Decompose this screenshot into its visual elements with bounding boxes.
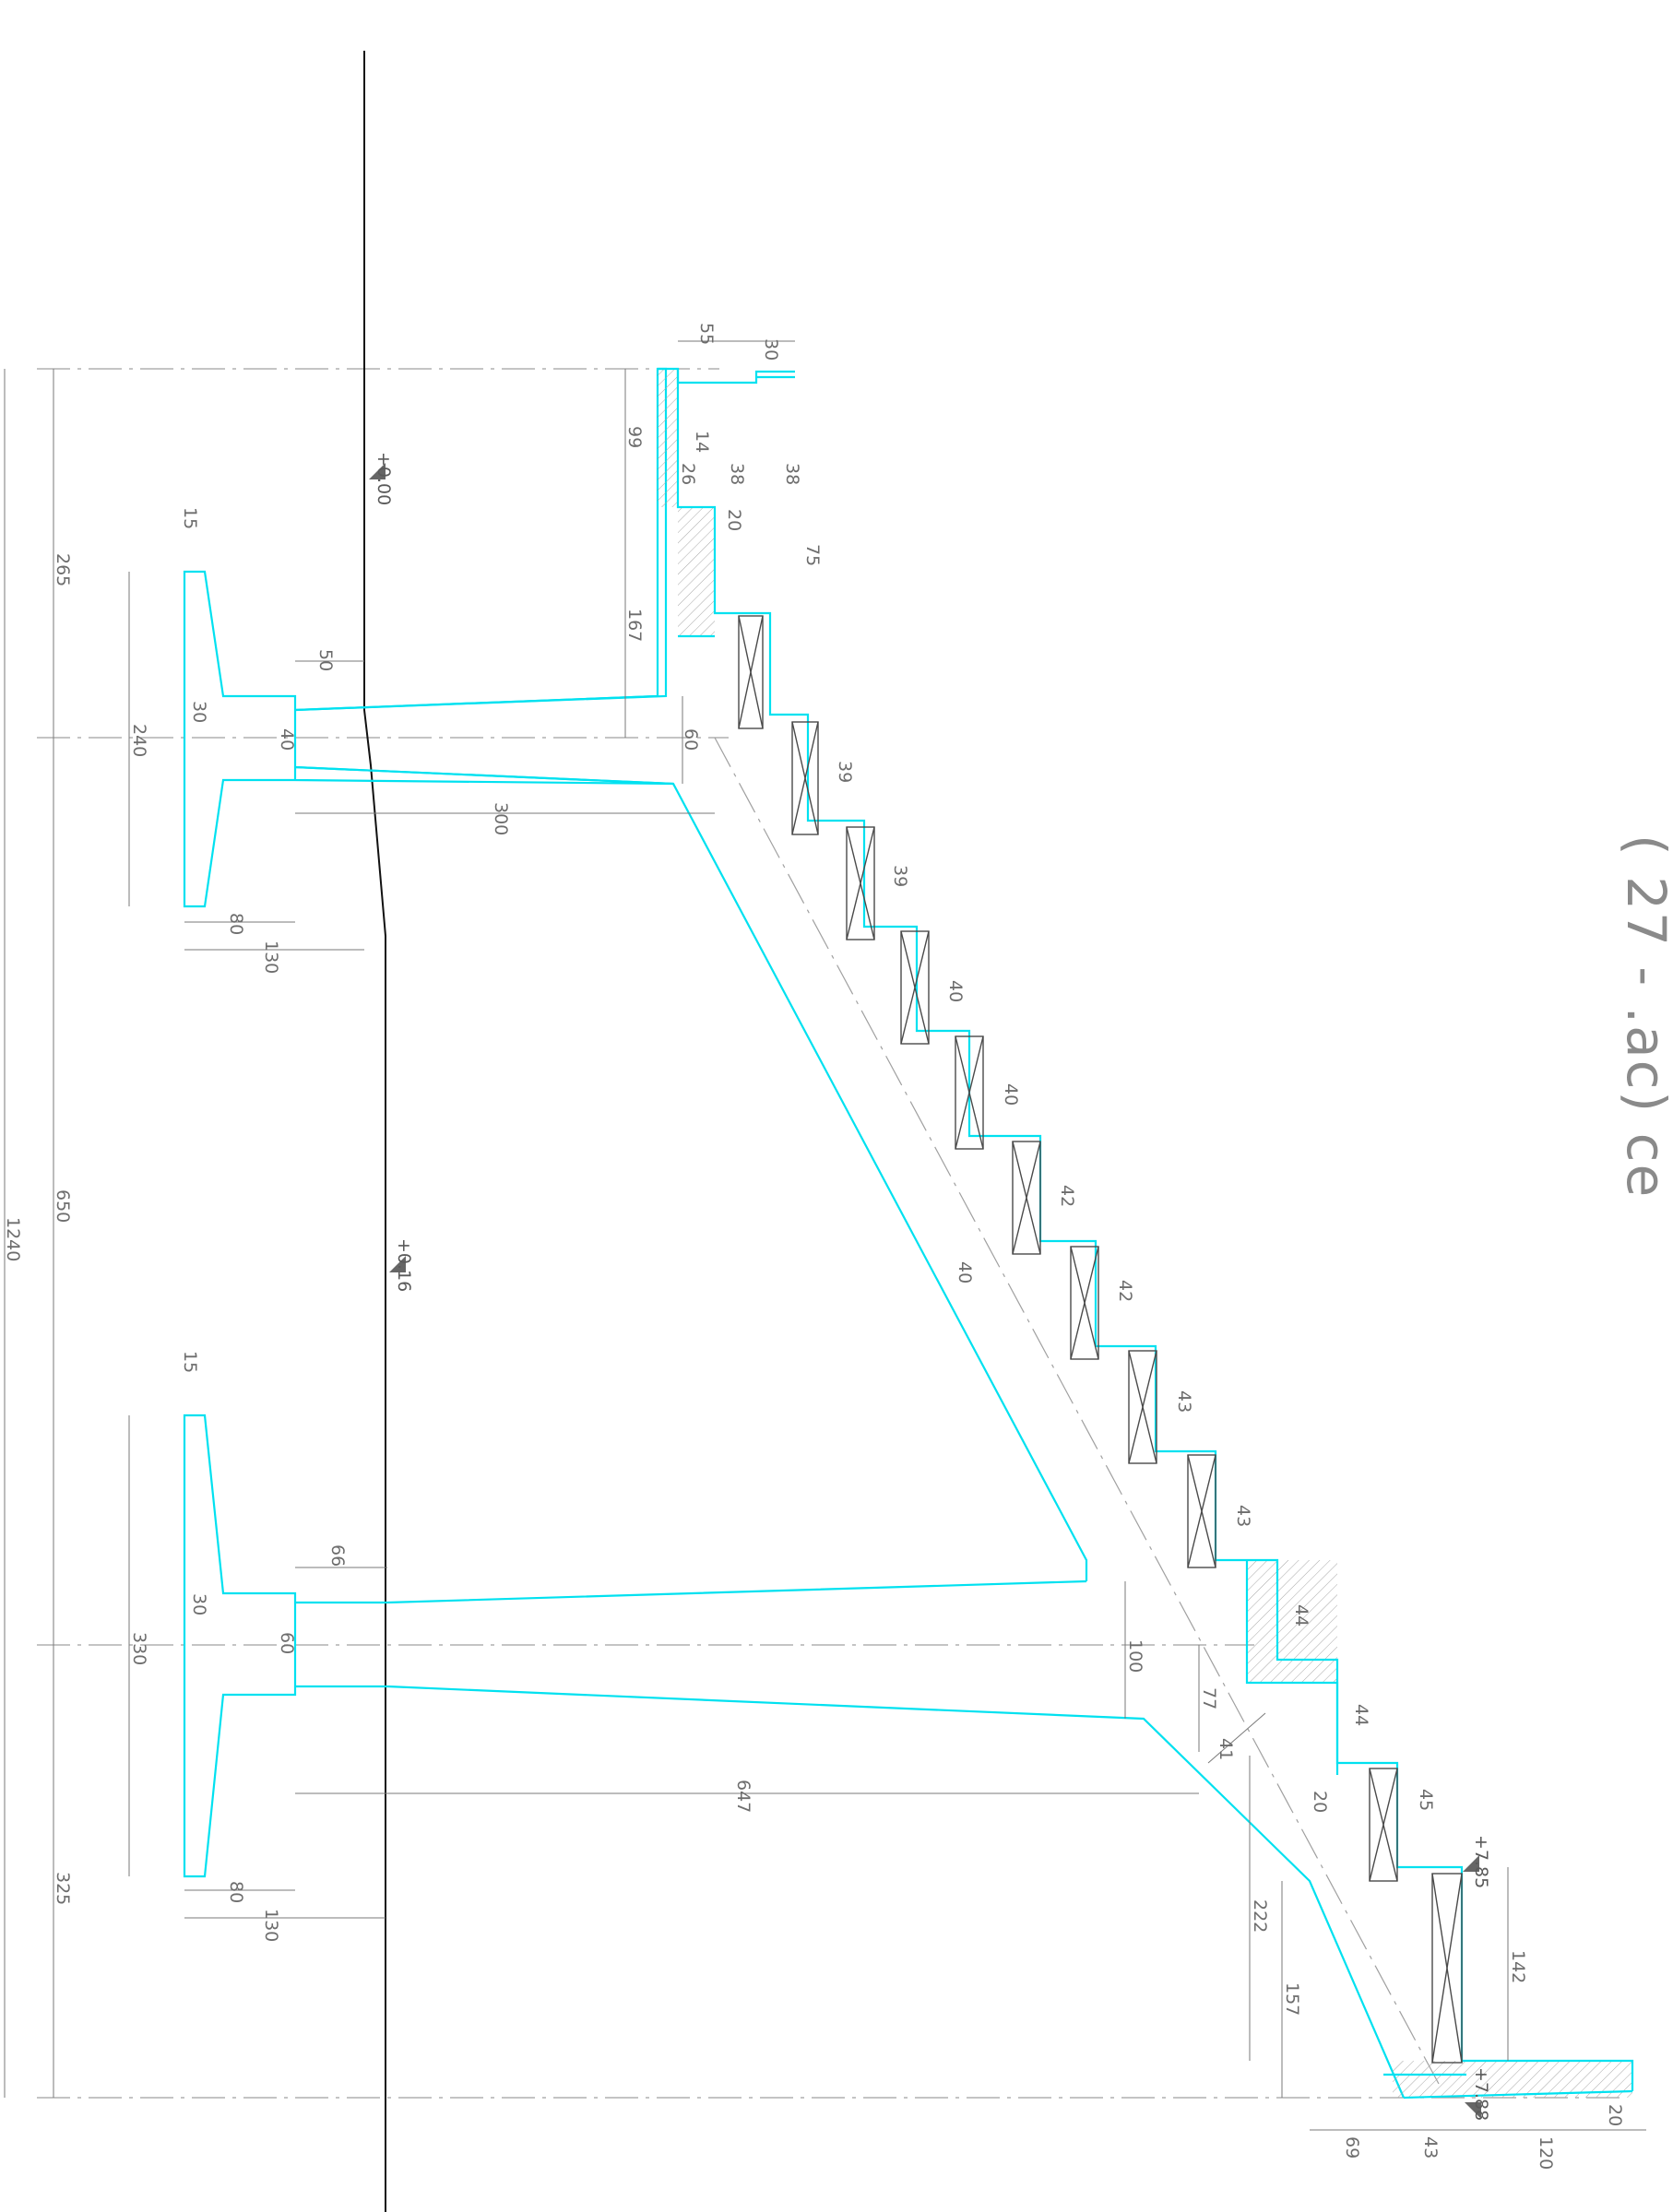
overall-dims: 265 650 325 1240 — [3, 553, 73, 1905]
dim-text: 30 — [189, 1593, 209, 1615]
dim-text: 50 — [315, 649, 336, 671]
pier-2 — [183, 1414, 1406, 2099]
level-marker-0 — [369, 463, 386, 479]
level-label: +7.85 — [1471, 1835, 1491, 1888]
level-label: +0.00 — [374, 452, 394, 505]
dim-text: 99 — [624, 426, 645, 448]
dim-text: 130 — [261, 1909, 281, 1942]
tread-dims: 39 39 40 40 42 42 43 43 44 44 45 — [835, 761, 1436, 1811]
level-marker-1 — [389, 1256, 406, 1272]
dim-text: 167 — [624, 609, 645, 642]
dim-text: 38 — [782, 463, 802, 485]
dim-text: 222 — [1250, 1899, 1270, 1933]
dim-text: 60 — [681, 728, 701, 751]
level-marker-2 — [1463, 1855, 1479, 1872]
dim-text: 120 — [1536, 2136, 1556, 2170]
top-dims: 55 30 14 26 38 38 20 75 — [678, 323, 823, 566]
dim-text: 43 — [1233, 1505, 1253, 1527]
level-marker-3 — [1465, 2102, 1481, 2119]
dim-text: 240 — [129, 724, 149, 757]
dim-text: 100 — [1125, 1639, 1145, 1673]
dim-text: 44 — [1351, 1704, 1371, 1726]
dim-text: 80 — [226, 913, 246, 935]
dim-text: 44 — [1291, 1604, 1311, 1626]
center-lines — [37, 368, 1623, 2099]
dim-text: 75 — [802, 544, 823, 566]
dim-text: 55 — [696, 323, 717, 345]
dim-text: 647 — [733, 1780, 753, 1813]
dim-text: 40 — [1001, 1083, 1021, 1106]
dim-text: 30 — [189, 701, 209, 723]
dim-text: 20 — [1310, 1791, 1330, 1813]
tread-blocks — [738, 615, 1463, 2064]
dim-text: 38 — [727, 463, 747, 485]
pier-2-dims: 15 330 30 60 80 130 66 647 100 77 41 222… — [129, 1351, 1302, 2016]
dim-text: 40 — [945, 980, 966, 1002]
dim-text: 42 — [1057, 1185, 1077, 1207]
level-labels: +0.00 +0.16 +7.85 +7.88 — [374, 452, 1491, 2121]
dim-text: 40 — [277, 728, 297, 751]
dim-text: 39 — [835, 761, 855, 783]
dim-text: 43 — [1174, 1390, 1194, 1413]
dim-text: 43 — [1420, 2136, 1441, 2159]
dim-text: 45 — [1416, 1789, 1436, 1811]
dim-text: 80 — [226, 1881, 246, 1903]
dim-text: 69 — [1342, 2136, 1362, 2159]
level-markers — [369, 463, 1481, 2119]
dim-text: 41 — [1216, 1738, 1236, 1760]
dim-text: 42 — [1115, 1280, 1135, 1302]
dim-text: 20 — [1605, 2104, 1625, 2126]
dim-text: 40 — [955, 1261, 975, 1283]
dim-text: 60 — [277, 1632, 297, 1654]
dim-text: 66 — [327, 1544, 348, 1567]
stair-dims: 40 20 142 — [955, 1261, 1528, 1983]
dim-text: 157 — [1282, 1982, 1302, 2016]
dim-text: 330 — [129, 1632, 149, 1665]
dim-text: 142 — [1508, 1950, 1528, 1983]
dim-text: 15 — [180, 1351, 200, 1373]
dim-text: 14 — [692, 431, 712, 453]
ground-line — [363, 51, 386, 2212]
dim-text: 15 — [180, 507, 200, 529]
level-label: +0.16 — [394, 1238, 414, 1292]
dimension-lines — [4, 340, 1646, 2131]
dim-text: 20 — [724, 509, 744, 531]
pier-1 — [183, 367, 1088, 1581]
dim-text: 39 — [890, 865, 910, 887]
dim-text: 26 — [678, 463, 698, 485]
side-title-fragment: ( 27 - .ac) ce — [1615, 834, 1673, 1199]
dim-650: 650 — [53, 1189, 73, 1223]
level-label: +7.88 — [1471, 2067, 1491, 2121]
dim-text: 30 — [761, 338, 781, 361]
pier-1-dims: 15 240 30 40 80 130 50 300 60 167 99 — [129, 426, 701, 974]
stair-body — [658, 367, 1634, 2100]
dim-1240: 1240 — [3, 1217, 23, 1261]
bottom-dims: 69 43 120 20 — [1342, 2104, 1625, 2170]
dim-text: 77 — [1199, 1687, 1219, 1709]
dim-325: 325 — [53, 1872, 73, 1905]
dim-text: 130 — [261, 940, 281, 974]
dim-265: 265 — [53, 553, 73, 586]
dim-text: 300 — [491, 802, 511, 835]
